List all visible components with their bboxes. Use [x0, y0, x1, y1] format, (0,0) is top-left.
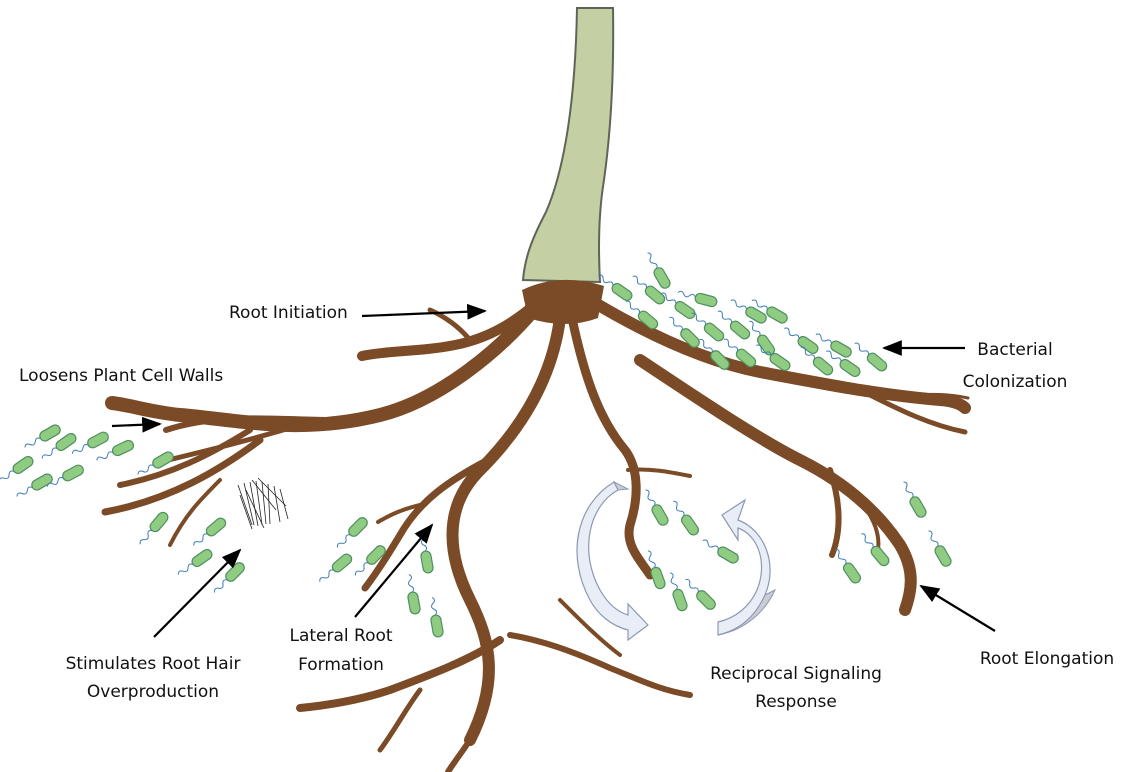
bacteria — [0, 250, 953, 637]
label-root-initiation: Root Initiation — [229, 303, 348, 323]
bacterium — [669, 498, 700, 537]
reciprocal-cycle-arrows — [577, 482, 775, 640]
label-root-hair-line1: Stimulates Root Hair — [66, 654, 241, 674]
label-loosens-cell-walls: Loosens Plant Cell Walls — [19, 366, 223, 386]
bacterium — [658, 289, 697, 320]
bacterium — [175, 548, 214, 579]
plant-stem — [523, 8, 613, 282]
label-signaling-line1: Reciprocal Signaling — [710, 664, 882, 684]
bacterium — [317, 552, 354, 585]
bacterium — [191, 516, 228, 549]
bacterium — [643, 250, 672, 290]
root-hair-cluster — [238, 478, 288, 529]
bacterium — [211, 561, 246, 596]
bacterium — [858, 531, 891, 568]
label-lateral-line2: Formation — [298, 655, 384, 675]
bacterium — [781, 324, 820, 355]
bacterium — [427, 597, 444, 638]
label-lateral-line1: Lateral Root — [289, 626, 392, 646]
bacterium — [404, 574, 421, 615]
label-signaling-line2: Response — [755, 692, 837, 712]
label-colonization-line2: Colonization — [963, 372, 1068, 392]
bacterium — [728, 296, 768, 325]
label-colonization-line1: Bacterial — [977, 340, 1052, 360]
arrow-root-elongation — [921, 586, 995, 631]
arrow-lateral-root — [355, 525, 432, 617]
bacterium — [924, 528, 953, 568]
label-root-hair-line2: Overproduction — [87, 682, 219, 702]
bacterium — [899, 479, 928, 519]
bacterium — [334, 516, 369, 551]
bacterium — [137, 510, 170, 547]
bacterium — [641, 487, 670, 527]
arrow-loosens-cell-walls — [112, 424, 160, 426]
label-root-elongation: Root Elongation — [980, 649, 1114, 669]
bacterium — [70, 430, 110, 458]
bacterium — [0, 455, 35, 486]
arrow-root-initiation — [362, 311, 485, 316]
bacterium — [14, 472, 54, 501]
bacterium — [665, 571, 688, 612]
bacterium — [700, 536, 740, 565]
cycle-arrow-right — [718, 500, 770, 635]
bacterium — [745, 318, 776, 357]
bacterium — [813, 330, 853, 359]
